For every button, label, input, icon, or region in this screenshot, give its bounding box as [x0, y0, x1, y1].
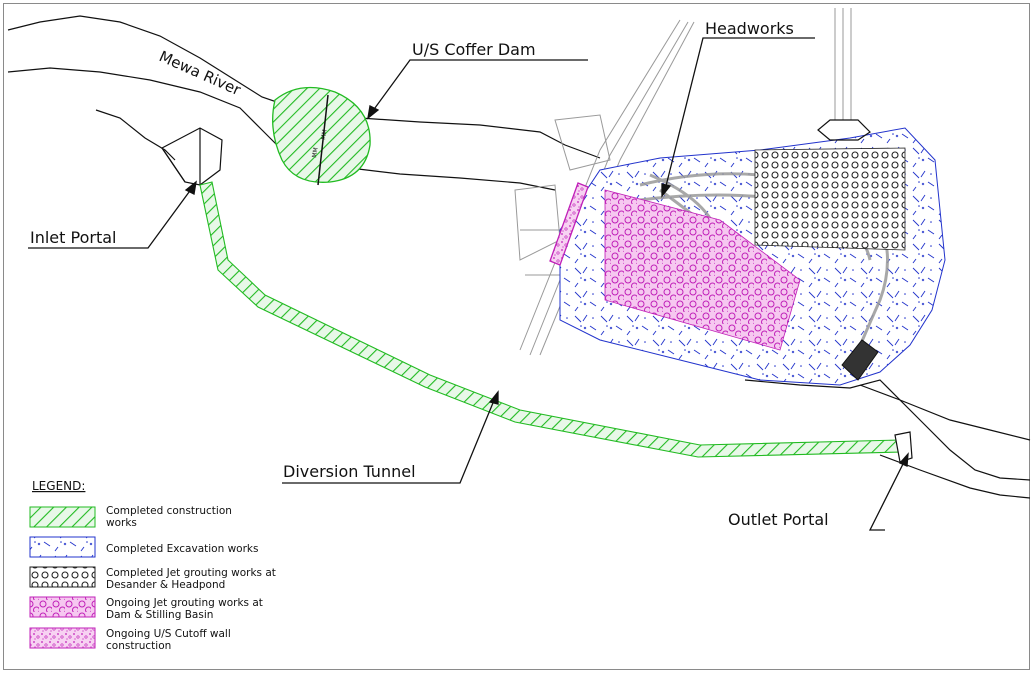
drawing-frame	[3, 3, 1030, 670]
cutoff-wall	[549, 182, 589, 266]
headworks-leader	[664, 37, 815, 191]
coffer-dam-label: U/S Coffer Dam	[412, 40, 536, 59]
site-roads	[514, 8, 852, 356]
tunnel-leader	[282, 397, 496, 484]
legend-item-2-line1: Completed Excavation works	[106, 543, 258, 555]
headworks-outlet-gate	[841, 339, 879, 381]
inlet-portal-leader	[28, 187, 193, 249]
jet-grouting-desander	[754, 147, 906, 251]
coffer-dam-shape	[272, 86, 371, 183]
outlet-portal-structure	[894, 431, 913, 463]
outlet-portal-leader	[868, 459, 906, 531]
river-bank-inlet	[95, 109, 176, 161]
river-bank-west	[7, 67, 556, 191]
river-bank-downstream-east	[859, 384, 1031, 441]
legend-item-4-line2: Dam & Stilling Basin	[106, 609, 213, 621]
legend-item-5-line1: Ongoing U/S Cutoff wall	[106, 628, 231, 640]
legend-swatch-ongoing-cutoff-wall	[29, 627, 96, 649]
jet-grouting-dam	[604, 189, 801, 351]
legend-item-1-line2: works	[106, 517, 137, 529]
dam-mark-b: MM	[311, 147, 320, 158]
headworks-label: Headworks	[705, 19, 794, 38]
diversion-tunnel-label: Diversion Tunnel	[283, 462, 416, 481]
inlet-portal-label: Inlet Portal	[30, 228, 116, 247]
legend-swatch-completed-jet-grouting	[29, 566, 96, 588]
legend-item-3-line2: Desander & Headpond	[106, 579, 225, 591]
legend-swatch-ongoing-jet-grouting	[29, 596, 96, 618]
outlet-portal-label: Outlet Portal	[728, 510, 829, 529]
legend-item-1-line1: Completed construction	[106, 505, 232, 517]
coffer-dam-leader	[371, 59, 588, 113]
headworks-intake	[817, 119, 871, 141]
legend-swatch-completed-construction	[29, 506, 96, 528]
legend-title: LEGEND:	[32, 479, 85, 493]
river-bank-south-downstream	[744, 379, 1031, 481]
leader-lines	[28, 37, 909, 531]
legend-item-3-line1: Completed Jet grouting works at	[106, 567, 276, 579]
inlet-portal-structure	[161, 127, 223, 186]
legend-swatch-completed-excavation	[29, 536, 96, 558]
legend-item-4-line1: Ongoing Jet grouting works at	[106, 597, 263, 609]
legend-item-5-line2: construction	[106, 640, 171, 652]
legend: LEGEND: Completed construction works Com…	[29, 479, 276, 652]
dam-mark-a: MM	[320, 129, 329, 140]
river-bank-north	[7, 15, 601, 159]
coffer-dam-axis	[317, 94, 329, 186]
